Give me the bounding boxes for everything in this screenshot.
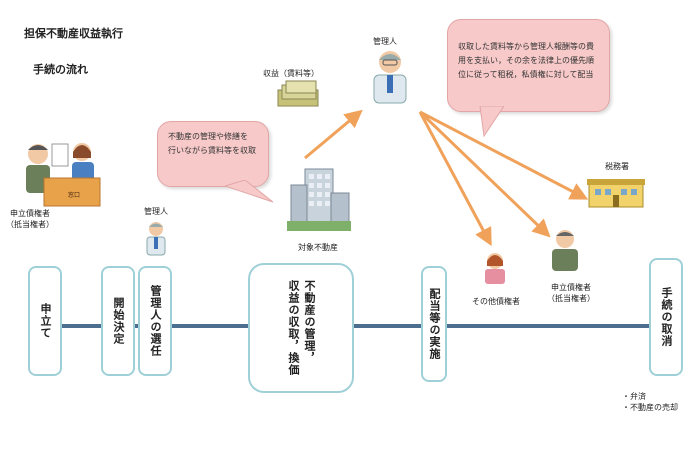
other-creditor-label: その他債権者 bbox=[472, 297, 520, 306]
step-management: 不動産の管理， 収益の収取，換価 bbox=[248, 263, 354, 393]
bubble-management-tail bbox=[225, 180, 274, 203]
applicant-right-illustration bbox=[552, 230, 578, 271]
applicant-left-label: 申立債権者 （抵当権者） bbox=[6, 209, 54, 229]
bubble-management: 不動産の管理や修繕を 行いながら賃料等を収取 bbox=[157, 121, 269, 187]
applicant-right-label: 申立債権者 （抵当権者） bbox=[547, 283, 595, 303]
money-illustration bbox=[277, 80, 319, 107]
step-commencement: 開始決定 bbox=[101, 266, 135, 376]
manager-small-illustration bbox=[146, 222, 166, 256]
step-application: 申立て bbox=[28, 266, 62, 376]
step-distribution: 配当等の実施 bbox=[421, 266, 447, 382]
manager-top-label: 管理人 bbox=[373, 37, 397, 46]
building-illustration bbox=[287, 168, 351, 231]
svg-text:窓口: 窓口 bbox=[68, 191, 80, 199]
tax-office-illustration bbox=[587, 179, 645, 208]
arrow-manager-to-other-creditor bbox=[418, 111, 492, 247]
target-property-label: 対象不動産 bbox=[298, 243, 338, 252]
arrow-manager-to-applicant bbox=[418, 110, 551, 238]
arrow-building-to-manager bbox=[304, 109, 363, 160]
note-payment: ・弁済 bbox=[622, 392, 646, 401]
arrow-manager-to-tax-office bbox=[419, 110, 589, 200]
income-label: 収益（賃料等） bbox=[263, 69, 319, 78]
bubble-distribution: 収取した賃料等から管理人報酬等の費 用を支払い，その余を法律上の優先順 位に従っ… bbox=[447, 19, 610, 112]
bubble-distribution-tail bbox=[479, 106, 505, 138]
step-cancellation: 手続の取消 bbox=[649, 258, 683, 376]
step-manager-appointment: 管理人の選任 bbox=[138, 266, 172, 376]
page-title: 担保不動産収益執行 bbox=[24, 27, 123, 40]
tax-office-label: 税務署 bbox=[605, 162, 629, 171]
manager-top-illustration bbox=[373, 51, 407, 104]
other-creditor-illustration bbox=[485, 253, 505, 284]
applicant-desk-illustration: 窓口 bbox=[26, 143, 101, 207]
manager-small-label: 管理人 bbox=[144, 207, 168, 216]
note-sale: ・不動産の売却 bbox=[622, 403, 678, 412]
page-subtitle: 手続の流れ bbox=[33, 63, 88, 76]
